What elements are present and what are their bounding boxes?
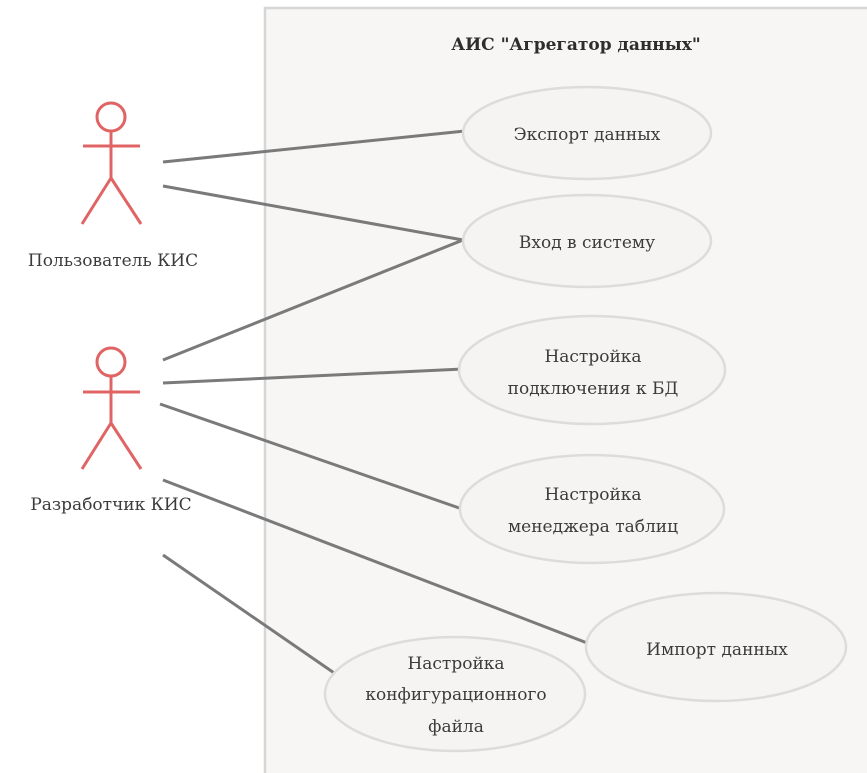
- actor-developer-icon: [80, 346, 143, 470]
- association-user-login: [162, 184, 464, 242]
- usecase-export[interactable]: [461, 85, 713, 181]
- actor-developer-label: Разработчик КИС: [30, 495, 191, 515]
- association-developer-login: [162, 238, 464, 362]
- association-developer-table-manager: [159, 402, 466, 512]
- system-title: АИС "Агрегатор данных": [451, 35, 701, 55]
- usecase-table-manager-label-line1: Настройка: [544, 485, 641, 505]
- usecase-db-config-label-line2: подключения к БД: [508, 379, 679, 399]
- usecase-import-label: Импорт данных: [646, 640, 788, 660]
- usecase-config-file-label-line2: конфигурационного: [365, 685, 546, 705]
- usecase-login-label: Вход в систему: [519, 233, 655, 253]
- usecase-table-manager[interactable]: [458, 453, 726, 565]
- usecase-db-config[interactable]: [457, 314, 727, 426]
- usecase-export-label: Экспорт данных: [514, 125, 661, 145]
- associations: [159, 129, 596, 679]
- usecase-config-file-label-line1: Настройка: [407, 654, 504, 674]
- usecase-config-file[interactable]: [323, 635, 587, 753]
- association-user-export: [162, 129, 466, 164]
- usecase-db-config-label-line1: Настройка: [544, 347, 641, 367]
- usecase-table-manager-label-line2: менеджера таблиц: [508, 517, 678, 537]
- usecase-config-file-label-line3: файла: [428, 717, 484, 737]
- association-developer-import: [162, 478, 596, 648]
- association-developer-config-file: [162, 553, 341, 679]
- usecase-login[interactable]: [461, 193, 713, 289]
- actor-user-label: Пользователь КИС: [28, 251, 198, 271]
- actor-user-icon: [80, 101, 143, 225]
- association-developer-db-config: [162, 367, 464, 385]
- usecase-import[interactable]: [584, 591, 848, 703]
